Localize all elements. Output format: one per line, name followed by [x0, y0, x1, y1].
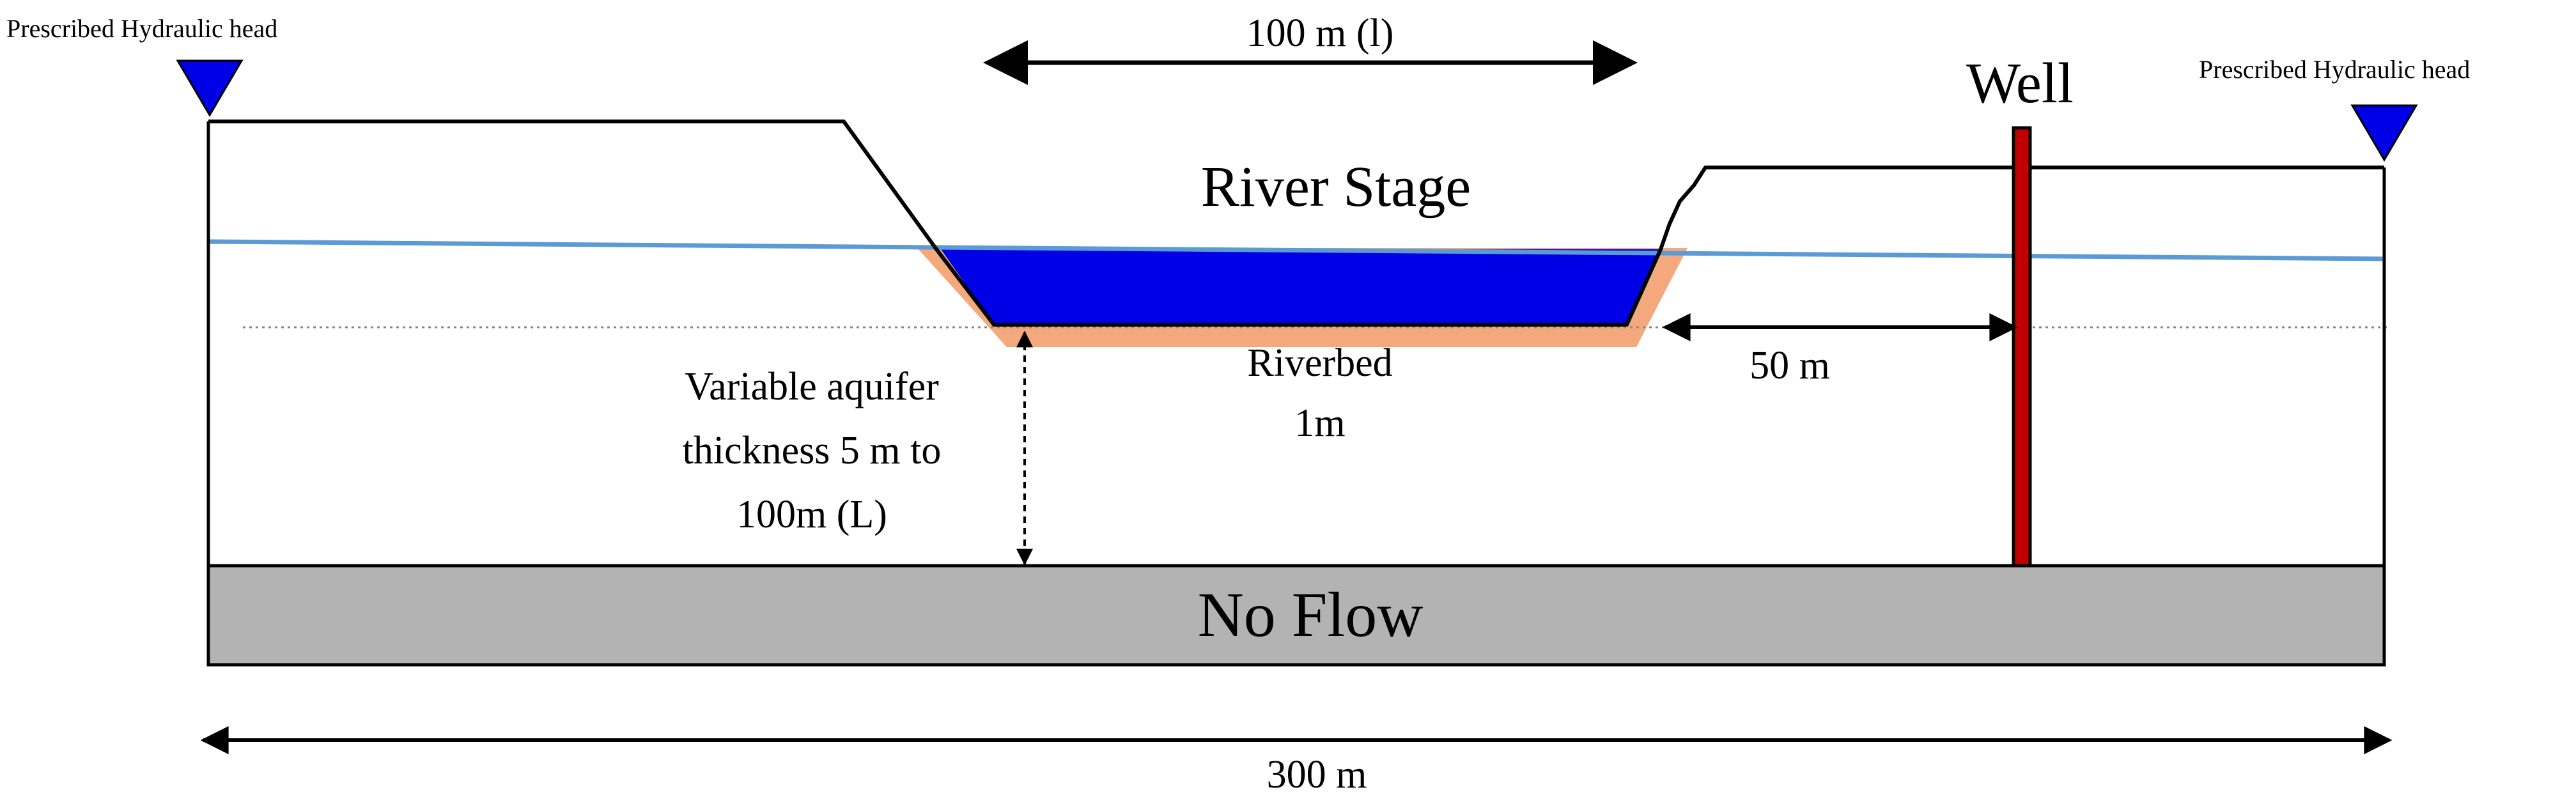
aquifer-label-line3: 100m (L)	[736, 493, 887, 536]
head-label-left: Prescribed Hydraulic head	[6, 14, 277, 43]
ground-surface	[208, 120, 2384, 327]
riverbed-label-line1: Riverbed	[1247, 341, 1392, 385]
well-pipe	[2012, 126, 2032, 568]
aquifer-label-line2: thickness 5 m to	[683, 429, 942, 472]
riverbed-label-line2: 1m	[1294, 401, 1345, 445]
river-stage-label: River Stage	[1201, 155, 1471, 219]
head-marker-right-icon	[2350, 104, 2418, 162]
head-marker-left-icon	[176, 59, 244, 117]
head-label-right: Prescribed Hydraulic head	[2199, 55, 2470, 84]
well-distance-label: 50 m	[1750, 344, 1830, 387]
river-water	[941, 249, 1661, 325]
no-flow-label: No Flow	[1198, 579, 1424, 650]
well-label: Well	[1966, 52, 2074, 115]
aquifer-label-line1: Variable aquifer	[685, 365, 939, 408]
domain-width-label: 300 m	[1267, 753, 1367, 796]
river-width-label: 100 m (l)	[1246, 12, 1394, 55]
no-flow-layer	[206, 564, 2386, 667]
